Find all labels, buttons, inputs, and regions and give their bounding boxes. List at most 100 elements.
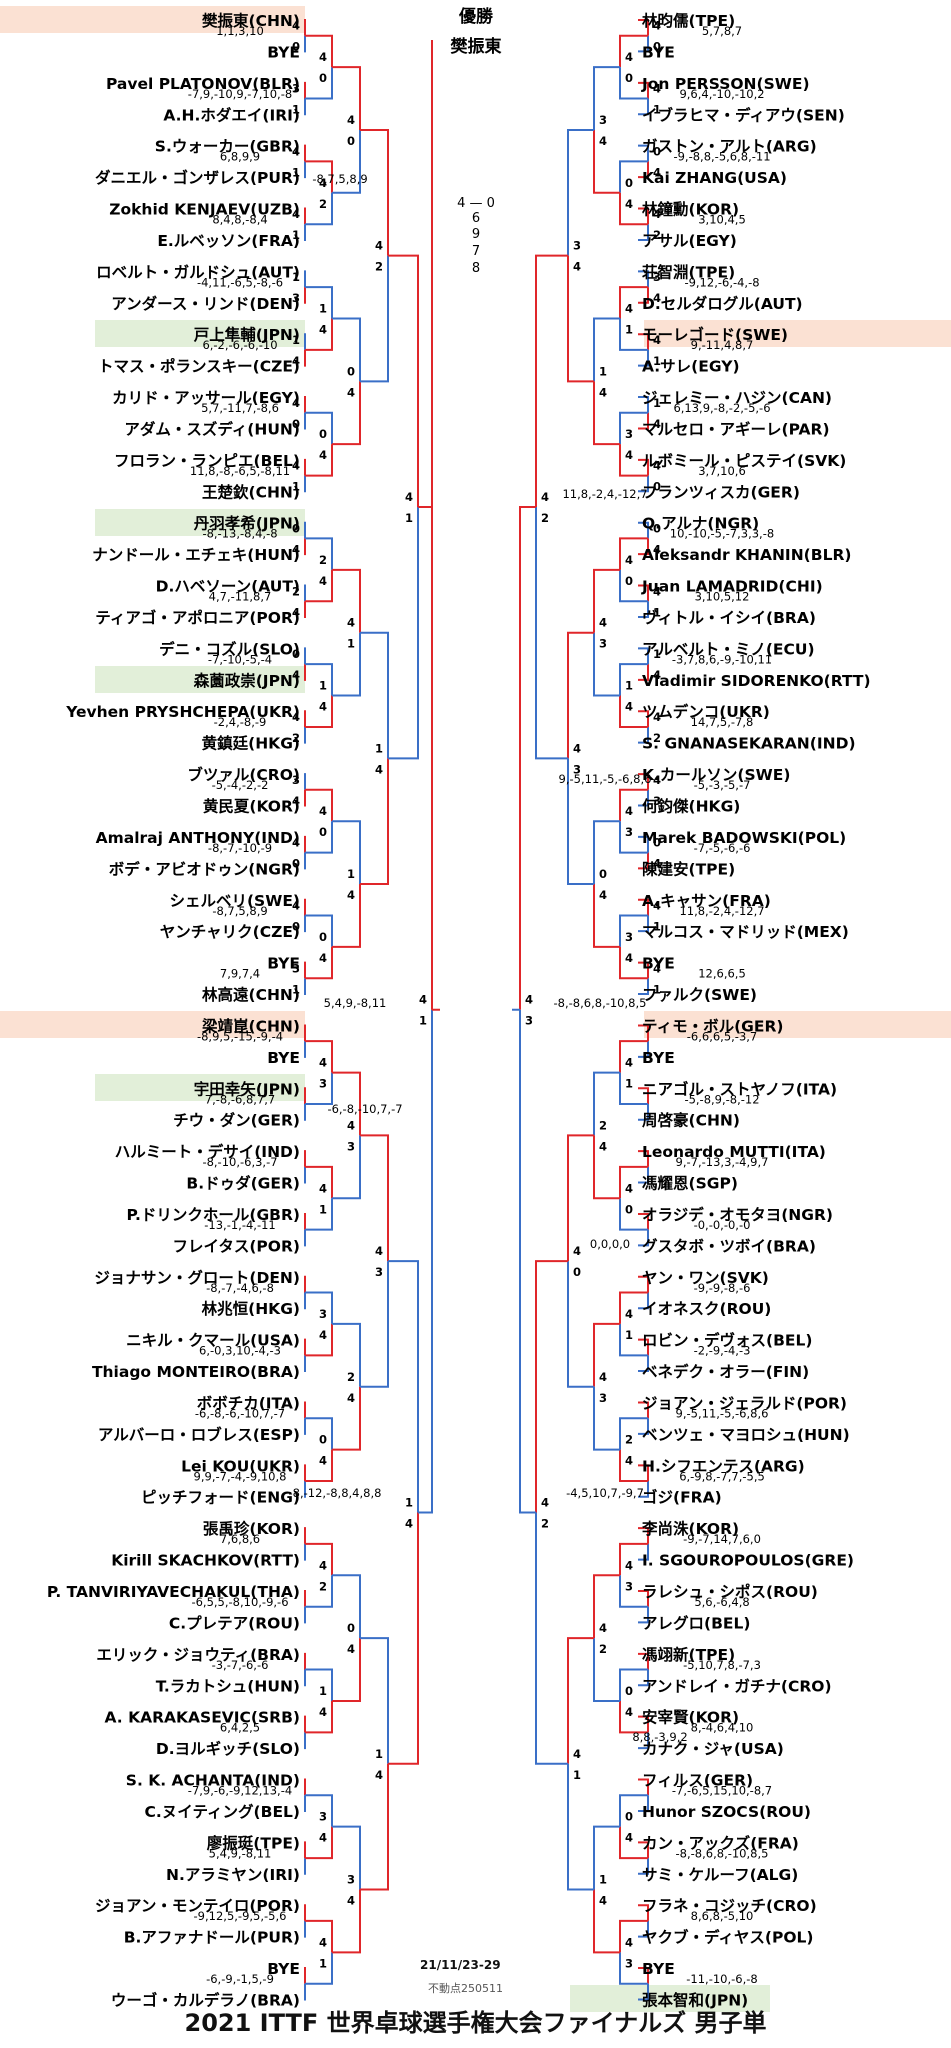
right-score: -2,-9,-4,-3 — [694, 1344, 751, 1358]
right-player-47: ゴジ(FRA) — [642, 1488, 722, 1507]
right-r4-num: 3 — [573, 762, 581, 776]
right-player-27: 陳建安(TPE) — [642, 859, 735, 878]
left-line — [304, 1464, 306, 1482]
right-player-51: アレグロ(BEL) — [642, 1613, 750, 1632]
left-line — [304, 1401, 306, 1419]
right-line — [567, 1637, 594, 1764]
left-r2-num: 4 — [319, 1558, 327, 1572]
left-player-33: BYE — [267, 1049, 300, 1067]
right-line — [619, 821, 648, 854]
right-player-15: フランツィスカ(GER) — [642, 483, 800, 501]
left-line — [332, 1574, 361, 1639]
right-score: -9,-7,14,7,6,0 — [683, 1532, 761, 1546]
left-line — [305, 286, 333, 319]
right-player-28: A.キャサン(FRA) — [642, 892, 771, 910]
left-line — [304, 584, 306, 602]
right-player-46: H.シフエンテス(ARG) — [642, 1457, 805, 1475]
right-line — [638, 538, 649, 556]
right-line — [638, 584, 649, 602]
right-line — [638, 1166, 649, 1184]
left-line — [304, 1212, 306, 1230]
left-player-47: ピッチフォード(ENG) — [141, 1489, 300, 1507]
left-r4-num: 4 — [375, 239, 383, 253]
right-line — [638, 224, 649, 241]
left-player-0: 樊振東(CHN) — [202, 11, 300, 30]
left-player-12: カリド・アッサール(EGY) — [112, 389, 300, 407]
left-r3-num: 4 — [347, 888, 355, 902]
right-line — [593, 1322, 620, 1387]
left-r1-num: 1 — [292, 103, 300, 117]
right-line — [638, 1858, 649, 1875]
right-line — [593, 129, 620, 194]
left-player-58: 廖振珽(TPE) — [207, 1833, 300, 1852]
left-player-21: 森薗政崇(JPN) — [194, 671, 300, 690]
left-r3-num: 4 — [347, 1118, 355, 1132]
left-r1-num: 4 — [292, 668, 300, 682]
left-r1-num: 3 — [292, 82, 300, 96]
right-line — [593, 632, 620, 697]
right-r1-num: 4 — [653, 333, 661, 347]
right-score: 6,-9,8,-7,7,-5,5 — [679, 1469, 765, 1483]
left-r1-num: 1 — [292, 228, 300, 242]
left-r1-num: 0 — [292, 919, 300, 933]
left-player-22: Yevhen PRYSHCHEPA(UKR) — [65, 703, 300, 721]
right-line — [619, 318, 648, 351]
left-r2-num: 4 — [319, 574, 327, 588]
left-line — [305, 569, 333, 603]
left-r5-num: 4 — [405, 1516, 413, 1530]
right-r4-num: 4 — [573, 260, 581, 274]
right-line — [619, 1040, 648, 1073]
right-r1-num: 0 — [653, 480, 661, 494]
right-r2-num: 4 — [625, 1454, 633, 1468]
credit-text: 不動点250511 — [428, 1982, 503, 1995]
right-line — [619, 695, 648, 728]
left-player-20: デニ・コズル(SLO) — [159, 639, 300, 658]
right-r2-num: 3 — [625, 427, 633, 441]
right-line — [638, 1103, 649, 1121]
left-r3-num: 4 — [347, 1391, 355, 1405]
right-line — [638, 835, 649, 853]
right-line — [638, 1087, 649, 1104]
page-title: 2021 ITTF 世界卓球選手権大会ファイナルズ 男子単 — [184, 2009, 767, 2037]
left-player-60: ジョアン・モンテイロ(POR) — [95, 1897, 300, 1915]
right-line — [619, 160, 648, 193]
left-r2-num: 3 — [319, 1307, 327, 1321]
left-line — [304, 664, 306, 681]
right-player-18: Juan LAMADRID(CHI) — [641, 578, 823, 596]
left-line — [304, 396, 306, 413]
right-player-63: 張本智和(JPN) — [642, 1990, 748, 2009]
right-line — [638, 207, 649, 225]
right-r1-num: 1 — [653, 354, 661, 368]
left-score: -8,-13,-8,4,-8 — [202, 527, 277, 541]
right-player-0: 林昀儒(TPE) — [642, 11, 735, 30]
left-r3-num: 0 — [347, 1621, 355, 1635]
right-line — [638, 333, 649, 350]
left-line — [304, 270, 306, 288]
right-line — [619, 34, 648, 68]
final-center: 優勝 樊振東 4 — 0 6 9 7 8 — [451, 6, 502, 276]
left-player-40: ジョナサン・グロート(DEN) — [94, 1268, 300, 1287]
right-line — [638, 521, 649, 539]
right-r2-num: 4 — [625, 1558, 633, 1572]
left-r2-num: 3 — [319, 1077, 327, 1091]
right-player-7: アサル(EGY) — [642, 232, 737, 250]
right-r1-num: 4 — [653, 542, 661, 556]
right-line — [638, 1590, 649, 1607]
left-line — [305, 1826, 333, 1860]
right-line — [593, 1889, 620, 1954]
left-r3-num: 4 — [347, 616, 355, 630]
left-r2-num: 4 — [319, 700, 327, 714]
left-line — [304, 207, 306, 225]
left-line — [332, 66, 361, 130]
left-r1-num: 4 — [292, 794, 300, 808]
left-player-25: 黄民夏(KOR) — [203, 797, 300, 816]
final-score: 4 — 0 — [457, 196, 495, 211]
right-player-61: ヤクブ・ディヤス(POL) — [642, 1928, 814, 1947]
right-line — [638, 1904, 649, 1921]
left-r2-num: 4 — [319, 322, 327, 336]
right-line — [638, 1983, 649, 2001]
left-line — [304, 1904, 306, 1921]
left-line — [304, 349, 306, 367]
left-line — [304, 1652, 306, 1670]
left-player-52: エリック・ジョウティ(BRA) — [96, 1646, 300, 1664]
